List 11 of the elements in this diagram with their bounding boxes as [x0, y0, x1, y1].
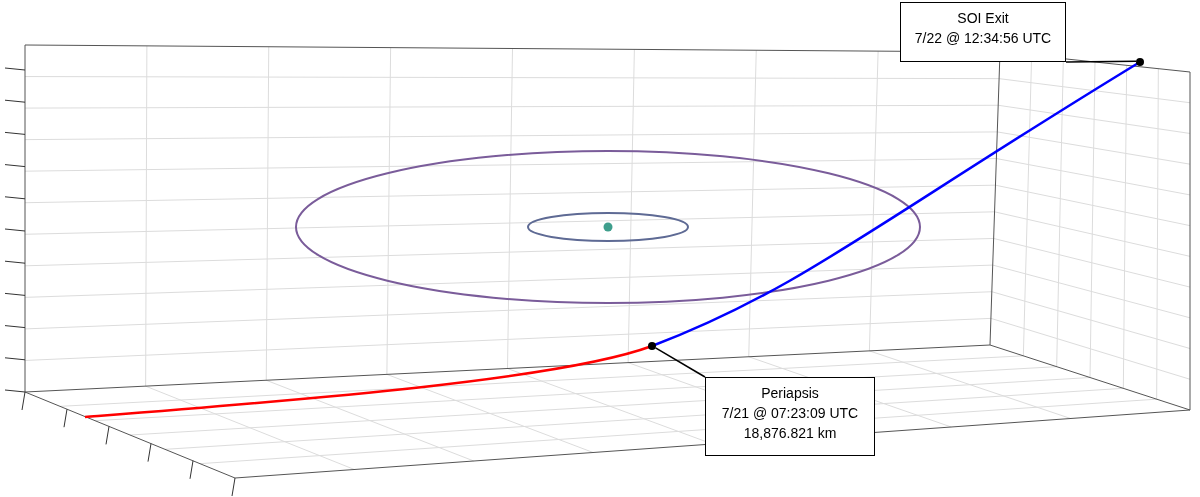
annotation-text: 7/22 @ 12:34:56 UTC	[913, 29, 1053, 48]
leader-line	[1065, 60, 1137, 63]
annotation-box	[900, 2, 1066, 62]
annotation-box	[705, 377, 875, 456]
data-point-dot	[648, 342, 656, 350]
annotation-text: 18,876.821 km	[742, 424, 838, 443]
annotation-text: Periapsis	[760, 384, 820, 403]
annotation-text: 7/21 @ 07:23:09 UTC	[720, 404, 860, 423]
data-point-dot	[1136, 58, 1144, 66]
annotation-text: SOI Exit	[956, 9, 1010, 28]
leader-line	[654, 347, 706, 378]
